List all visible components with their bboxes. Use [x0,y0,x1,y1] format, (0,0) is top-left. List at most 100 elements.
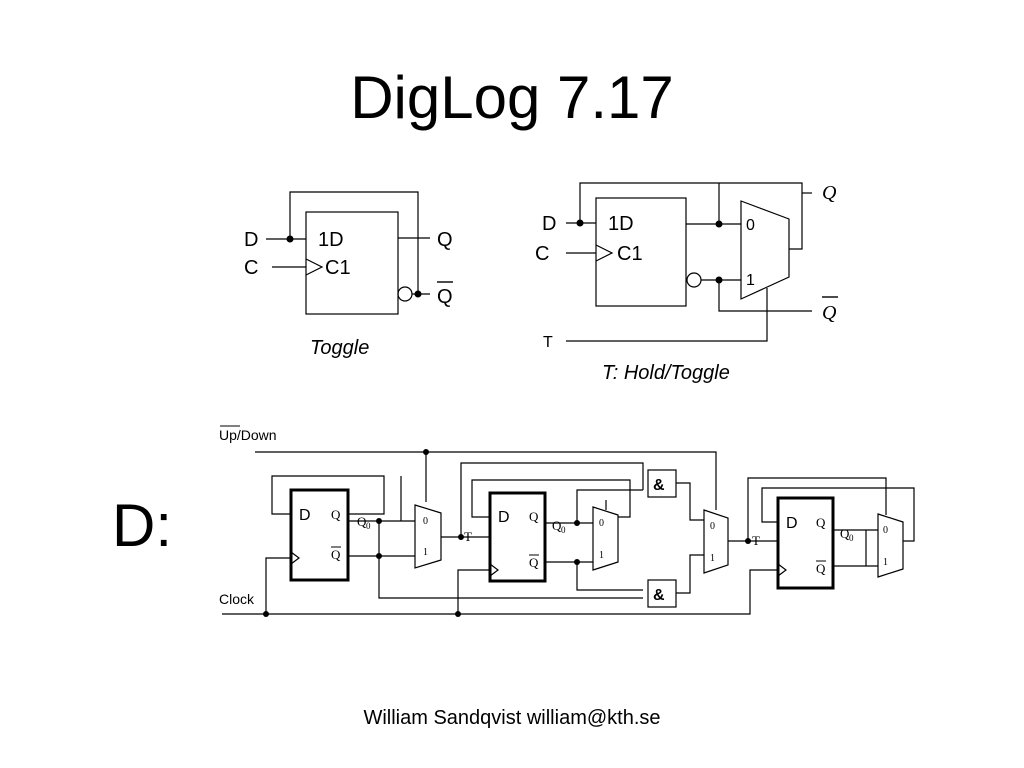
hold-toggle-c-input-label: C [535,243,549,265]
counter-ff-2-d-label: D [498,509,510,526]
toggle-c-input-label: C [244,257,258,279]
counter-and1-to-mux3-wire [676,482,704,521]
counter-ff-1-qbar-label: Q [331,547,341,562]
updown-counter-circuit: Up/Down Clock D Q Q 0 1 Q 0 [219,425,915,617]
updown-bus-wire [255,451,717,510]
counter-q0-2-label: Q [552,518,562,533]
counter-ff-3-qbar-label: Q [816,561,826,576]
toggle-flip-flop [305,211,399,315]
footer-author: William Sandqvist william@kth.se [363,707,661,729]
hold-toggle-mux [740,200,790,300]
toggle-circuit: D C 1D C1 Q Q Toggle [244,191,453,359]
toggle-junction-d [286,235,294,243]
counter-t2-to-mux4-wire [747,477,887,541]
counter-q0-2-sub: 0 [561,525,566,535]
hold-toggle-qbar-output-label: Q [822,302,837,324]
hold-toggle-junction-qbar [715,276,723,284]
counter-ff-1-d-label: D [299,507,311,524]
toggle-clock-triangle [305,258,324,276]
toggle-qbar-output-label: Q [437,286,453,308]
counter-junction-q0-2 [574,520,580,526]
slide-title: DigLog 7.17 [350,64,674,131]
clock-bus-wire [222,569,778,615]
clock-input-label: Clock [219,591,255,607]
toggle-c1-pin-label: C1 [325,257,351,279]
counter-ff-1-q-label: Q [331,507,341,522]
toggle-1d-pin-label: 1D [318,229,344,251]
counter-and-gate-1-label: & [653,477,665,494]
counter-ff-1-feedback-wire [271,475,385,515]
toggle-feedback-wire [289,191,419,294]
hold-toggle-q-output-label: Q [822,182,837,204]
counter-ff-2 [488,491,547,583]
hold-toggle-d-input-label: D [542,213,556,235]
counter-mux-4 [877,513,904,578]
counter-q0-1-label: Q [357,514,367,529]
counter-mux-3-in1-label: 1 [710,553,715,564]
toggle-caption: Toggle [310,337,369,359]
clock-junction-1 [263,611,269,617]
clock-to-ff1-wire [265,557,291,614]
part-d-label: D: [112,492,172,559]
counter-mux-4-in0-label: 0 [883,525,888,536]
hold-toggle-clock-triangle [595,244,614,262]
updown-input-label: Up/Down [219,427,277,443]
counter-mux-1 [414,504,442,569]
counter-ff-2-clock-triangle [489,563,499,577]
counter-ff-2-q-label: Q [529,509,539,524]
counter-mux-4-in1-label: 1 [883,557,888,568]
counter-qbar2-to-and2-wire [576,562,643,591]
counter-mux-1-in1-label: 1 [423,547,428,558]
toggle-d-input-label: D [244,229,258,251]
counter-mux-1-in0-label: 0 [423,516,428,527]
counter-q0-1-sub: 0 [366,521,371,531]
counter-junction-q0-1 [376,518,382,524]
counter-and-gate-2-label: & [653,587,665,604]
counter-mux-2 [592,506,619,571]
counter-q0-3-sub: 0 [849,533,854,543]
hold-toggle-caption: T: Hold/Toggle [602,362,730,384]
counter-junction-t2 [745,538,751,544]
hold-toggle-mux-in0-label: 0 [746,217,755,234]
counter-ff-3-d-label: D [786,515,798,532]
hold-toggle-feedback-wire [579,182,803,250]
hold-toggle-t-input-label: T [543,334,553,351]
counter-mux-3-in0-label: 0 [710,521,715,532]
clock-junction-2 [455,611,461,617]
toggle-junction-qbar [414,290,422,298]
hold-toggle-junction-q [715,220,723,228]
counter-ff-2-qbar-label: Q [529,555,539,570]
counter-junction-qbar-1 [376,553,382,559]
toggle-inverter-bubble [397,286,413,302]
counter-ff-3-feedback-wire [761,487,915,542]
counter-t1-label: T [464,529,472,544]
counter-t2-label: T [752,533,760,548]
hold-toggle-inverter-bubble [686,272,702,288]
hold-toggle-c1-pin-label: C1 [617,243,643,265]
hold-toggle-t-wire [566,288,768,342]
counter-q2-to-and1-wire [576,489,643,523]
hold-toggle-circuit: D C T 1D C1 0 1 Q Q T: Hold/Toggle [535,182,838,384]
counter-mux-2-in1-label: 1 [599,550,604,561]
counter-ff-2-feedback-wire [471,479,631,518]
counter-t1-to-and1-wire [460,462,644,537]
counter-q0-3-label: Q [840,526,850,541]
hold-toggle-mux-in1-label: 1 [746,272,755,289]
clock-to-ff2-wire [457,569,490,614]
toggle-q-output-label: Q [437,229,453,251]
counter-and2-to-mux3-wire [676,554,704,594]
hold-toggle-junction-d [576,219,584,227]
counter-ff-3-q-label: Q [816,515,826,530]
counter-ff-3-clock-triangle [777,563,787,577]
counter-ff-1 [289,488,350,582]
counter-ff-1-clock-triangle [290,551,300,565]
hold-toggle-1d-pin-label: 1D [608,213,634,235]
counter-mux-2-in0-label: 0 [599,518,604,529]
updown-junction [423,449,429,455]
counter-q0-to-and2-wire [378,521,643,599]
counter-ff-3 [776,496,835,590]
counter-junction-qbar-2 [574,559,580,565]
counter-mux-3 [703,509,729,574]
hold-toggle-qbar-output-wire [718,280,812,312]
